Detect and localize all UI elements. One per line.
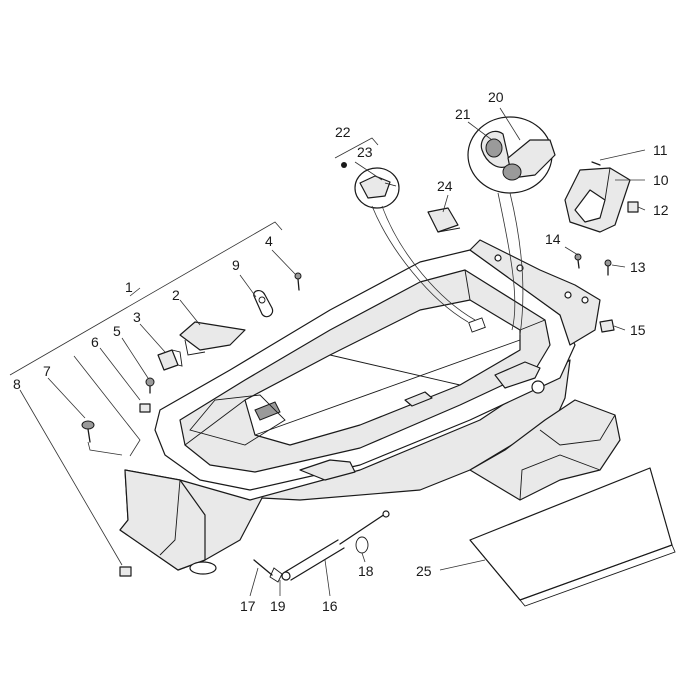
callout-12: 12 <box>653 202 669 218</box>
part-10-switch-housing <box>564 161 639 233</box>
part-15-clip <box>599 319 615 333</box>
callout-9: 9 <box>232 257 240 273</box>
part-25-mat <box>469 467 676 607</box>
part-16-gas-strut <box>281 510 390 581</box>
callout-24: 24 <box>437 178 453 194</box>
callout-17: 17 <box>240 598 256 614</box>
part-4-screw <box>294 272 302 291</box>
callout-15: 15 <box>630 322 646 338</box>
part-9-clamp <box>253 290 274 318</box>
callout-3: 3 <box>133 309 141 325</box>
callout-8: 8 <box>13 376 21 392</box>
assembly-bracket-1 <box>9 221 283 376</box>
callout-5: 5 <box>113 323 121 339</box>
part-17-pin <box>253 559 273 576</box>
callout-11: 11 <box>653 142 668 158</box>
storage-compartment <box>119 239 621 575</box>
part-18-ring <box>355 536 369 554</box>
part-2-bracket <box>179 321 246 356</box>
callout-22: 22 <box>335 124 351 140</box>
part-19-clip <box>269 567 283 583</box>
assembly-bracket-22 <box>334 137 379 159</box>
callout-19: 19 <box>270 598 286 614</box>
part-14-screw <box>574 253 582 269</box>
callout-1: 1 <box>125 279 133 295</box>
part-6-clip <box>139 403 151 413</box>
part-13-screw <box>604 259 612 276</box>
callout-20: 20 <box>488 89 504 105</box>
part-5-screw <box>145 377 155 394</box>
callout-21: 21 <box>455 106 471 122</box>
callout-25: 25 <box>416 563 432 579</box>
callout-labels: 1 2 3 4 5 6 7 8 9 10 11 12 13 14 15 16 1… <box>13 89 669 614</box>
callout-13: 13 <box>630 259 646 275</box>
callout-14: 14 <box>545 231 561 247</box>
callout-23: 23 <box>357 144 373 160</box>
part-7-bolt <box>81 420 95 443</box>
part-24-lid <box>427 207 461 233</box>
leader-lines <box>19 107 646 597</box>
callout-4: 4 <box>265 233 273 249</box>
part-8-nut <box>119 566 132 577</box>
callout-7: 7 <box>43 363 51 379</box>
callout-6: 6 <box>91 334 99 350</box>
part-20-21-socket-detail <box>467 116 556 336</box>
part-22-23-switch-detail <box>341 162 476 323</box>
callout-16: 16 <box>322 598 338 614</box>
callout-2: 2 <box>172 287 180 303</box>
part-3-block <box>157 349 183 371</box>
callout-10: 10 <box>653 172 669 188</box>
callout-18: 18 <box>358 563 374 579</box>
